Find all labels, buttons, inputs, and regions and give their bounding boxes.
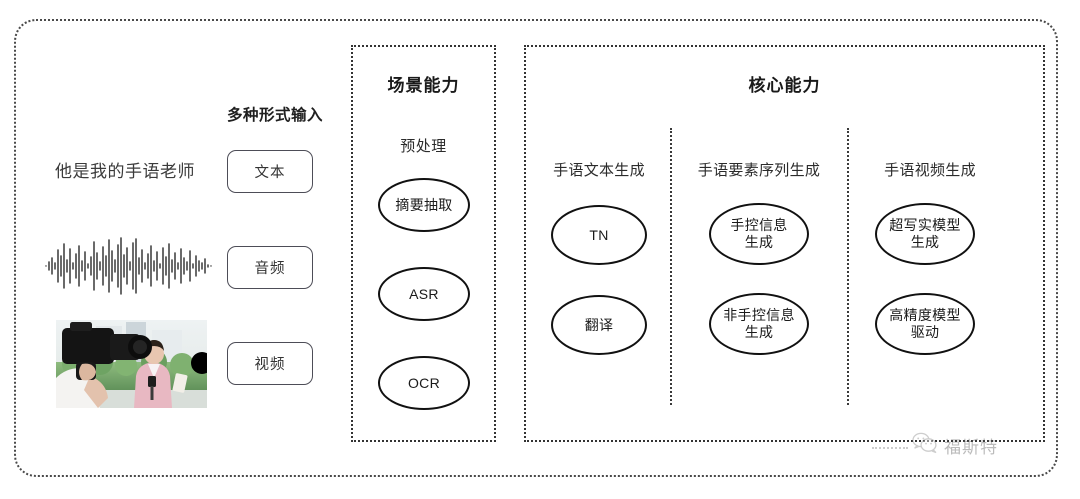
core-node-non-manual-info-line1: 非手控信息 (723, 307, 795, 324)
scene-node-ocr[interactable]: OCR (378, 356, 470, 410)
core-node-photorealistic-model-generation[interactable]: 超写实模型 生成 (875, 203, 975, 265)
core-node-non-manual-info-line2: 生成 (744, 324, 774, 340)
input-chip-video[interactable]: 视频 (227, 342, 313, 385)
core-node-tn-line1: TN (589, 226, 609, 243)
core-column-divider-2 (847, 128, 849, 405)
core-node-non-manual-info-generation[interactable]: 非手控信息 生成 (709, 293, 809, 355)
core-column-header-element-sequence: 手语要素序列生成 (697, 162, 821, 179)
core-node-photoreal-line2: 生成 (910, 234, 940, 250)
scene-node-summary-extraction[interactable]: 摘要抽取 (378, 178, 470, 232)
core-node-manual-info-line2: 生成 (744, 234, 774, 250)
core-node-manual-info-generation[interactable]: 手控信息 生成 (709, 203, 809, 265)
core-node-translation[interactable]: 翻译 (551, 295, 647, 355)
watermark-leader-dots (872, 447, 908, 449)
core-capability-panel: 核心能力 (524, 45, 1045, 442)
core-node-high-precision-line1: 高精度模型 (889, 307, 961, 324)
input-chip-text[interactable]: 文本 (227, 150, 313, 193)
core-column-header-text-generation: 手语文本生成 (553, 162, 645, 179)
sample-input-text: 他是我的手语老师 (55, 162, 195, 181)
scene-panel-subtitle: 预处理 (400, 138, 447, 155)
scene-capability-panel: 场景能力 预处理 (351, 45, 496, 442)
outer-frame (14, 19, 1058, 477)
core-node-high-precision-model-driving[interactable]: 高精度模型 驱动 (875, 293, 975, 355)
video-thumbnail-photo (56, 320, 207, 408)
scene-panel-title: 场景能力 (387, 76, 460, 95)
core-node-high-precision-line2: 驱动 (910, 324, 940, 340)
core-node-tn[interactable]: TN (551, 205, 647, 265)
core-column-divider-1 (670, 128, 672, 405)
scene-node-asr[interactable]: ASR (378, 267, 470, 321)
core-node-photoreal-line1: 超写实模型 (889, 217, 961, 234)
core-column-header-video-generation: 手语视频生成 (884, 162, 976, 179)
input-chip-audio[interactable]: 音频 (227, 246, 313, 289)
core-node-translation-line1: 翻译 (584, 316, 614, 333)
core-panel-title: 核心能力 (748, 76, 821, 95)
core-node-manual-info-line1: 手控信息 (730, 217, 788, 234)
input-section-heading: 多种形式输入 (226, 107, 323, 124)
audio-waveform-icon (44, 236, 214, 296)
